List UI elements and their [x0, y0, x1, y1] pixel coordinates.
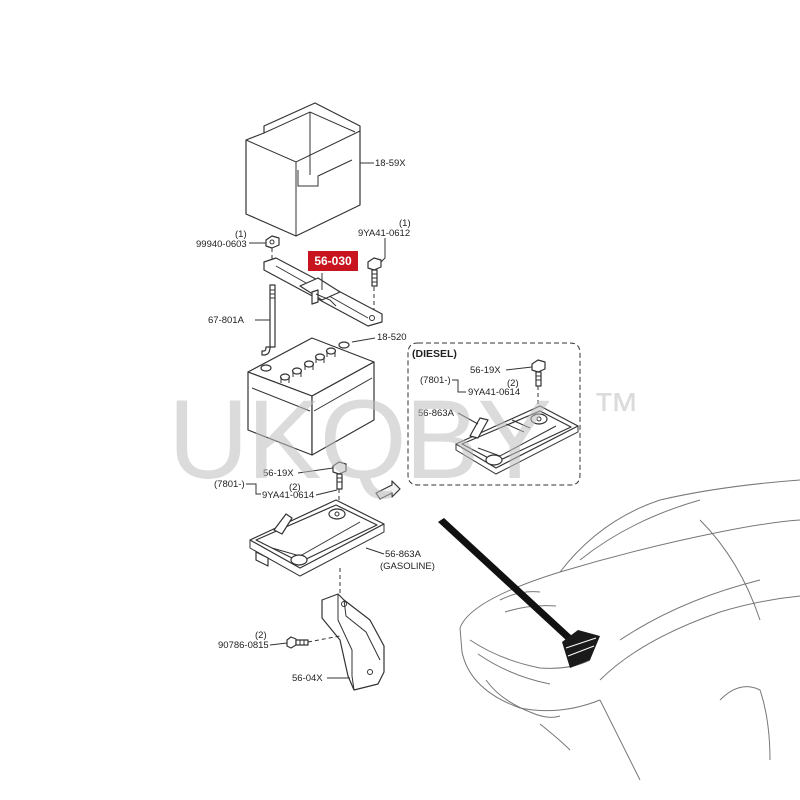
highlight-badge: 56-030 [308, 251, 358, 271]
nut [265, 235, 280, 249]
leader-bolt-19x [297, 467, 334, 474]
battery [247, 337, 375, 456]
label-bolt-bottom: 90786-0815 [218, 640, 269, 651]
diesel-label-bolt-19x: 56-19X [470, 365, 501, 376]
label-battery: 18-520 [377, 332, 407, 343]
label-bolt-top-qty: (1) [399, 218, 411, 229]
bolt-bottom [286, 636, 309, 649]
label-bolt-614: 9YA41-0614 [262, 490, 314, 501]
label-bracket: 56-04X [292, 673, 323, 684]
battery-tray [249, 499, 385, 577]
watermark-text: UKQBY [168, 377, 550, 502]
label-bolt-top: 9YA41-0612 [358, 228, 410, 239]
dash-bolt-bottom [307, 635, 341, 643]
diesel-detail-box [407, 342, 581, 486]
label-nut: 99940-0603 [196, 239, 247, 250]
diesel-leader-bolt-19x [505, 366, 533, 371]
leader-tray-ref [246, 483, 261, 495]
highlight-part-number: 56-030 [314, 254, 352, 268]
label-bolt-bottom-qty: (2) [255, 630, 267, 641]
diesel-title: (DIESEL) [412, 348, 457, 360]
label-nut-qty: (1) [235, 229, 247, 240]
leader-battery [351, 337, 376, 343]
support-bracket [321, 593, 385, 691]
leader-bolt-614 [315, 489, 338, 496]
leader-bolt-top [380, 238, 386, 263]
leader-tray [365, 547, 385, 555]
diesel-tray [455, 405, 579, 475]
hold-down-bracket [263, 257, 383, 327]
diesel-label-tray-ref: (7801-) [420, 375, 451, 386]
watermark: UKQBY ™ [168, 377, 640, 502]
bolt-19x [332, 461, 347, 490]
watermark-trademark: ™ [592, 384, 640, 437]
label-tray: 56-863A [385, 549, 422, 560]
label-bolt-19x: 56-19X [263, 468, 294, 479]
leader-bolt-bottom [269, 642, 288, 646]
label-tray-ref: (7801-) [214, 479, 245, 490]
diesel-label-tray: 56-863A [418, 408, 455, 419]
diesel-label-bolt-614: 9YA41-0614 [468, 387, 520, 398]
diesel-leader-tray-ref [452, 379, 466, 393]
label-tray-note: (GASOLINE) [380, 561, 435, 572]
diesel-bolt [531, 359, 546, 387]
front-arrow [375, 480, 401, 500]
diesel-leader-tray [457, 412, 479, 425]
bolt-top [367, 257, 382, 287]
label-rod: 67-801A [208, 315, 245, 326]
diesel-label-bolt-614-qty: (2) [507, 378, 519, 389]
label-bolt-614-qty: (2) [289, 482, 301, 493]
hold-down-rod [261, 284, 276, 356]
label-cover: 18-59X [375, 158, 406, 169]
vehicle-location-view [438, 479, 800, 781]
battery-cover [245, 102, 361, 237]
